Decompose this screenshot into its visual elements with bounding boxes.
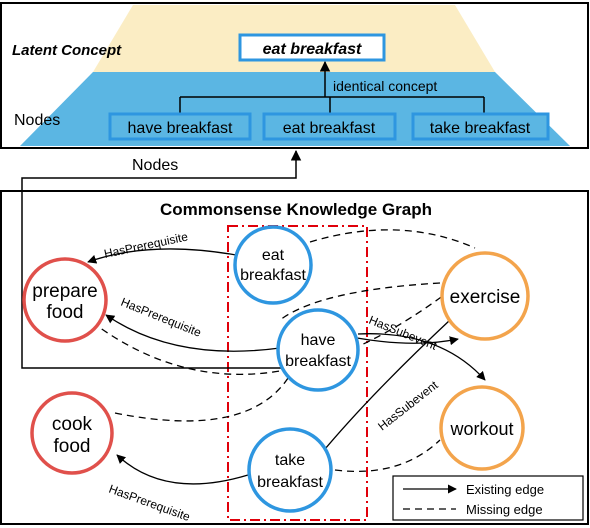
svg-text:take breakfast: take breakfast [430, 120, 531, 137]
concept-text: eat breakfast [263, 41, 362, 58]
edge-have-workout [357, 333, 486, 381]
nodes-connector: Nodes [21, 149, 302, 369]
existing-edges [87, 248, 486, 485]
latent-concept-panel: Latent Concept Nodes eat breakfast ident… [0, 2, 589, 149]
svg-text:have: have [301, 332, 336, 349]
node-box-have: have breakfast [108, 112, 252, 141]
identical-concept-connector [179, 60, 485, 114]
svg-text:eat breakfast: eat breakfast [283, 120, 376, 137]
svg-text:exercise: exercise [450, 287, 521, 308]
svg-text:prepare: prepare [32, 281, 98, 302]
missing-edge-take-workout [334, 439, 441, 473]
edge-take-cook [116, 454, 249, 485]
legend-existing-label: Existing edge [466, 482, 544, 497]
svg-text:breakfast: breakfast [257, 474, 323, 491]
node-workout: workout [439, 385, 525, 471]
node-eat-breakfast: eat breakfast [233, 225, 313, 305]
edge-have-exercise [356, 336, 459, 346]
legend: Existing edge Missing edge [392, 475, 584, 521]
node-box-eat: eat breakfast [262, 112, 397, 141]
nodes-label: Nodes [14, 112, 60, 129]
svg-text:breakfast: breakfast [285, 353, 351, 370]
missing-edge-cook-have [114, 374, 291, 422]
edge-have-prepare [105, 314, 281, 352]
svg-text:workout: workout [449, 419, 513, 439]
node-cook-food: cook food [30, 391, 114, 475]
node-box-take: take breakfast [411, 112, 550, 141]
legend-missing-label: Missing edge [466, 502, 543, 517]
latent-concept-label: Latent Concept [12, 42, 122, 59]
svg-text:have breakfast: have breakfast [128, 120, 234, 137]
svg-text:cook: cook [52, 414, 93, 435]
svg-text:food: food [54, 436, 91, 457]
missing-edge-prepare-exercise [91, 291, 449, 375]
concept-box [238, 33, 386, 62]
node-exercise: exercise [440, 251, 530, 341]
identical-concept-label: identical concept [333, 78, 437, 94]
node-take-breakfast: take breakfast [247, 427, 333, 513]
edge-eat-prepare [87, 248, 237, 264]
svg-text:breakfast: breakfast [240, 267, 306, 284]
connector-nodes-label: Nodes [132, 157, 178, 174]
graph-title: Commonsense Knowledge Graph [160, 200, 432, 219]
svg-text:food: food [47, 302, 84, 323]
breakfast-group-box [227, 225, 368, 521]
node-prepare-food: prepare food [22, 257, 108, 343]
node-have-breakfast: have breakfast [276, 308, 360, 392]
svg-text:take: take [275, 452, 305, 469]
missing-edge-have-exercise [279, 282, 441, 321]
missing-edge-eat-exercise [309, 229, 476, 249]
svg-text:eat: eat [262, 247, 285, 264]
missing-edges [91, 229, 476, 473]
edge-take-exercise [319, 319, 451, 456]
